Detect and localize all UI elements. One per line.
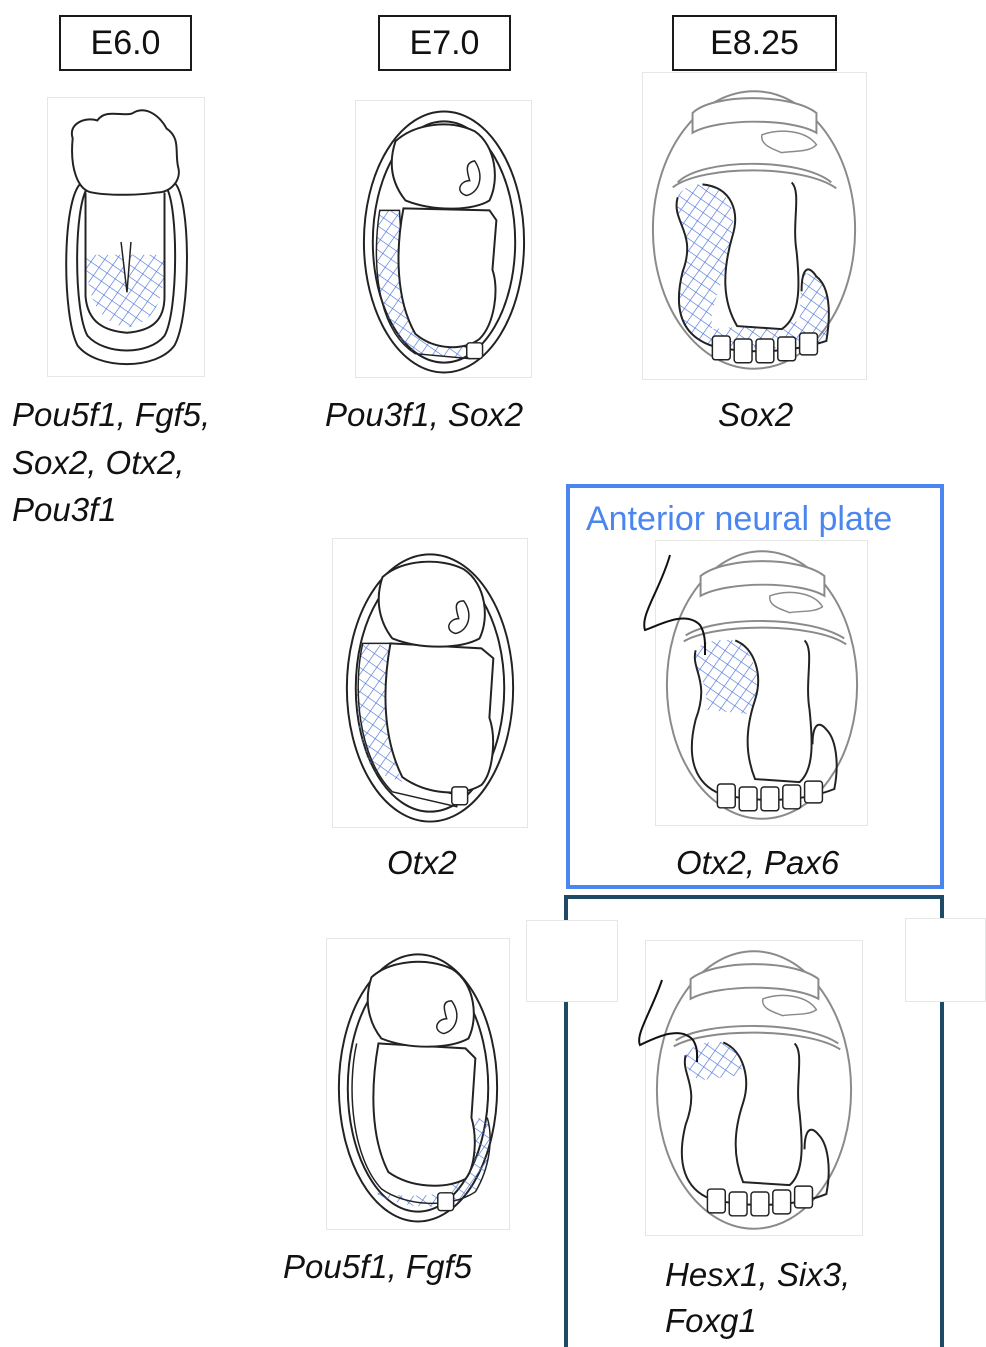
e6-ectoplacental-cone <box>72 110 179 194</box>
caption-e825-middle: Otx2, Pax6 <box>676 840 839 886</box>
e7-top-epiblast <box>399 208 497 347</box>
e825-bot-heart-fold <box>763 995 817 1015</box>
e7-mid-node <box>452 787 468 805</box>
caption-e7-bottom: Pou5f1, Fgf5 <box>283 1244 472 1290</box>
e7-bot-node <box>438 1193 454 1211</box>
e825-top-head-fold <box>693 98 817 133</box>
blank-panel-right <box>905 918 986 1002</box>
embryo-e7-middle <box>332 538 528 828</box>
caption-e7-top: Pou3f1, Sox2 <box>325 392 523 438</box>
e7-bot-epiblast <box>373 1043 475 1185</box>
embryo-e825-bottom <box>645 940 863 1236</box>
e825-bot-head-fold <box>691 964 819 999</box>
caption-e7-middle: Otx2 <box>387 840 457 886</box>
e7-mid-epiblast <box>385 643 493 792</box>
embryo-e825-top <box>642 72 867 380</box>
caption-e825-top: Sox2 <box>718 392 793 438</box>
stage-label-e7: E7.0 <box>378 15 511 71</box>
e825-mid-heart-fold <box>770 592 823 612</box>
embryo-e7-bottom <box>326 938 510 1230</box>
e825-top-heart-fold <box>762 131 817 152</box>
stage-label-e6: E6.0 <box>59 15 192 71</box>
e825-mid-somites <box>717 781 822 811</box>
e825-mid-head-fold <box>701 561 825 596</box>
e825-bot-somites <box>707 1186 812 1216</box>
anterior-neural-plate-label: Anterior neural plate <box>586 500 892 539</box>
blank-panel-left <box>526 920 618 1002</box>
embryo-e825-middle <box>655 540 868 826</box>
e7-mid-exocoelom <box>379 562 485 647</box>
embryo-e7-top <box>355 100 532 378</box>
e7-top-node <box>467 343 483 359</box>
caption-e6-line2: Sox2, Otx2, <box>12 440 184 486</box>
embryo-e6 <box>47 97 205 377</box>
e825-bot-amnion <box>676 1026 838 1043</box>
e7-top-exocoelom <box>392 124 495 208</box>
caption-e825-bottom-line1: Hesx1, Six3, <box>665 1252 850 1298</box>
caption-e825-bottom-line2: Foxg1 <box>665 1298 757 1344</box>
stage-label-e825: E8.25 <box>672 15 837 71</box>
e825-top-amnion <box>678 164 832 183</box>
e825-mid-amnion <box>686 621 844 638</box>
caption-e6-line1: Pou5f1, Fgf5, <box>12 392 210 438</box>
caption-e6-line3: Pou3f1 <box>12 487 117 533</box>
e7-bot-exocoelom <box>368 962 474 1047</box>
